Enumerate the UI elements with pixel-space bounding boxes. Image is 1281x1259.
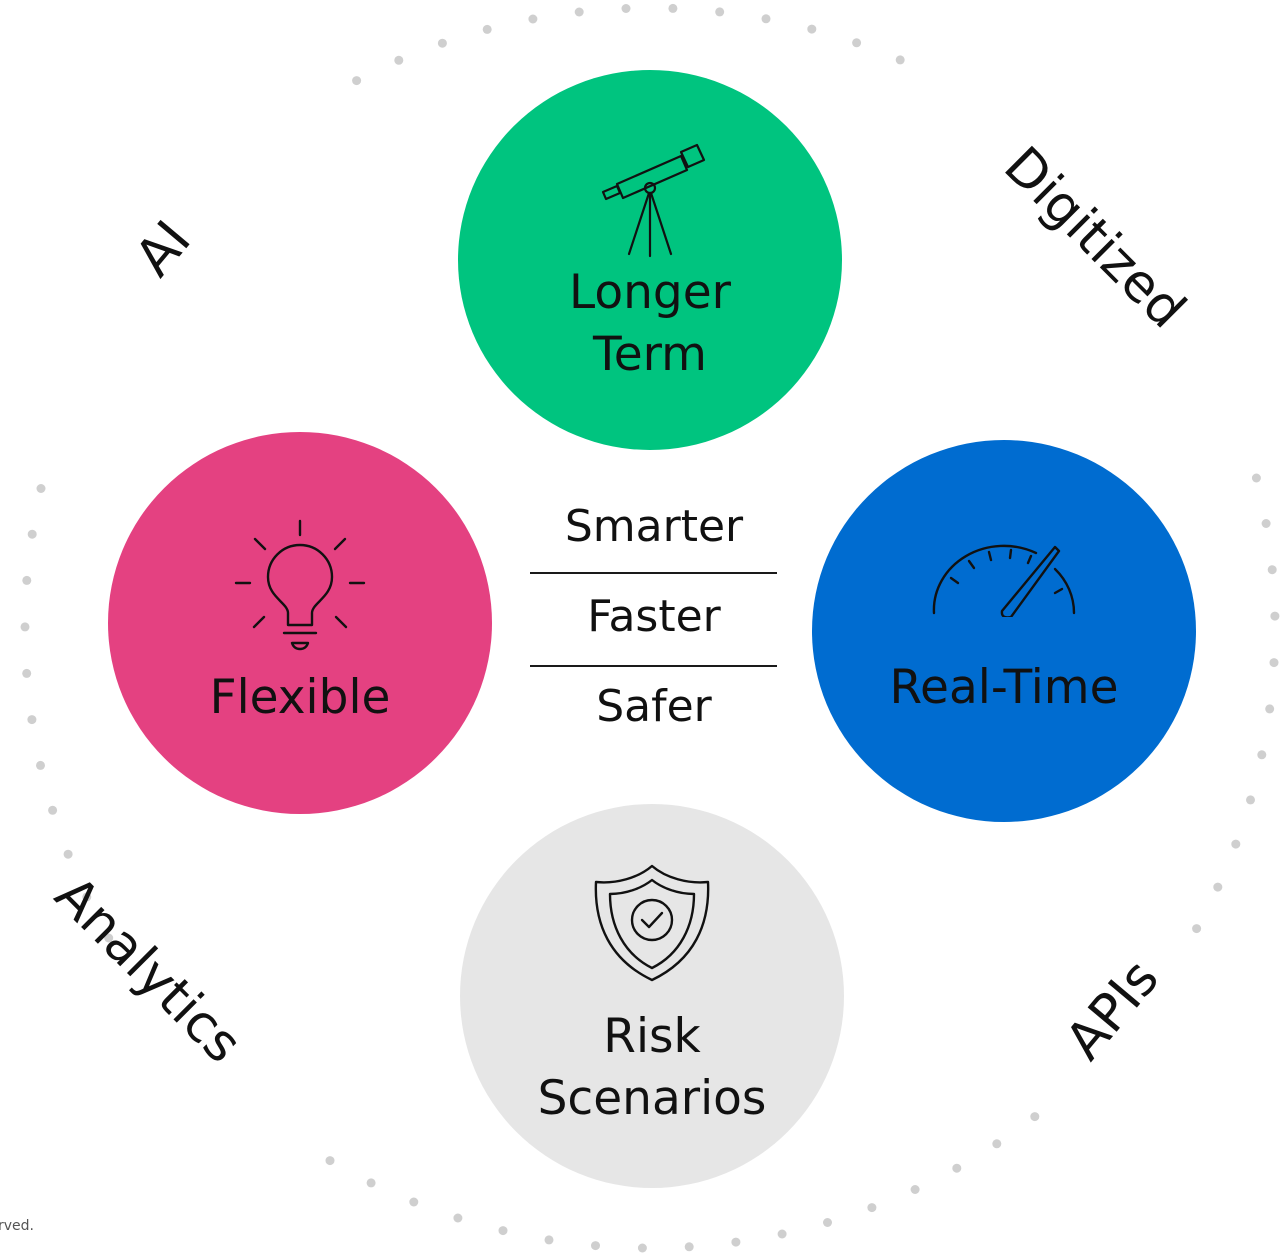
ring-dot <box>1030 1112 1040 1122</box>
shield-check-icon <box>594 864 710 982</box>
ring-dot <box>910 1185 920 1194</box>
ring-dot <box>453 1213 463 1223</box>
ring-dot <box>1251 473 1261 483</box>
center-item-safer: Safer <box>596 681 712 732</box>
ring-dot <box>591 1241 600 1251</box>
circle-flexible: Flexible <box>108 432 492 814</box>
ring-dot <box>1213 882 1223 892</box>
ring-dot <box>409 1197 419 1207</box>
center-item-faster: Faster <box>587 591 721 642</box>
circle-risk-scenarios: Risk Scenarios <box>460 804 844 1188</box>
ring-dot <box>27 529 37 539</box>
ring-dot <box>1231 839 1241 849</box>
ring-dot <box>63 849 73 859</box>
ring-dot <box>482 24 492 34</box>
ring-dot <box>1192 924 1202 934</box>
center-item-smarter: Smarter <box>564 501 744 552</box>
ring-dot <box>544 1235 554 1245</box>
ring-dot <box>36 760 45 770</box>
ring-dot <box>637 1243 647 1253</box>
ring-dot <box>366 1178 376 1188</box>
ring-dot <box>498 1226 508 1236</box>
ring-dot <box>621 4 631 13</box>
ring-dot <box>992 1139 1002 1149</box>
ring-dot <box>325 1156 335 1166</box>
ring-dot <box>1267 565 1277 575</box>
ring-dot <box>27 715 37 725</box>
center-divider-2 <box>530 665 777 667</box>
ring-dot <box>22 575 32 585</box>
ring-dot <box>1270 611 1280 621</box>
ring-dot <box>895 55 905 65</box>
ring-dot <box>1269 658 1279 668</box>
ring-dot <box>104 933 114 943</box>
ring-dot <box>952 1163 962 1173</box>
ring-dot <box>352 76 362 86</box>
ring-dot <box>668 3 678 13</box>
ring-dot <box>823 1218 832 1227</box>
ring-dot <box>22 668 32 678</box>
real-time-label: Real-Time <box>889 660 1119 715</box>
ring-dot <box>1257 750 1267 760</box>
flexible-label: Flexible <box>209 670 391 725</box>
ring-dot <box>1265 704 1275 714</box>
ring-dot <box>761 14 771 24</box>
longer-term-label-line2: Term <box>593 327 707 382</box>
ring-dot <box>394 55 404 65</box>
ring-dot <box>1261 519 1271 528</box>
risk-label-line2: Scenarios <box>537 1071 767 1126</box>
footnote: rved. <box>0 1218 34 1234</box>
ring-dot <box>82 892 92 902</box>
lightbulb-icon <box>234 519 366 651</box>
longer-term-label-line1: Longer <box>569 265 731 320</box>
telescope-icon <box>601 143 706 258</box>
ring-dot <box>684 1242 694 1252</box>
ring-dot <box>36 484 46 493</box>
ring-dot <box>715 7 725 17</box>
center-divider-1 <box>530 572 777 574</box>
ring-dot <box>1246 795 1255 805</box>
ring-dot <box>20 622 30 632</box>
ring-dot <box>731 1237 741 1247</box>
circle-real-time: Real-Time <box>812 440 1196 822</box>
ring-dot <box>807 24 817 34</box>
speedometer-icon <box>932 544 1076 617</box>
ring-dot <box>852 38 862 48</box>
risk-label-line1: Risk <box>603 1009 701 1064</box>
ring-dot <box>437 38 447 48</box>
circle-longer-term: Longer Term <box>458 70 842 450</box>
ring-dot <box>528 14 538 24</box>
ring-dot <box>777 1229 787 1239</box>
ring-dot <box>574 7 584 17</box>
ring-dot <box>867 1203 877 1213</box>
ring-dot <box>48 805 58 815</box>
